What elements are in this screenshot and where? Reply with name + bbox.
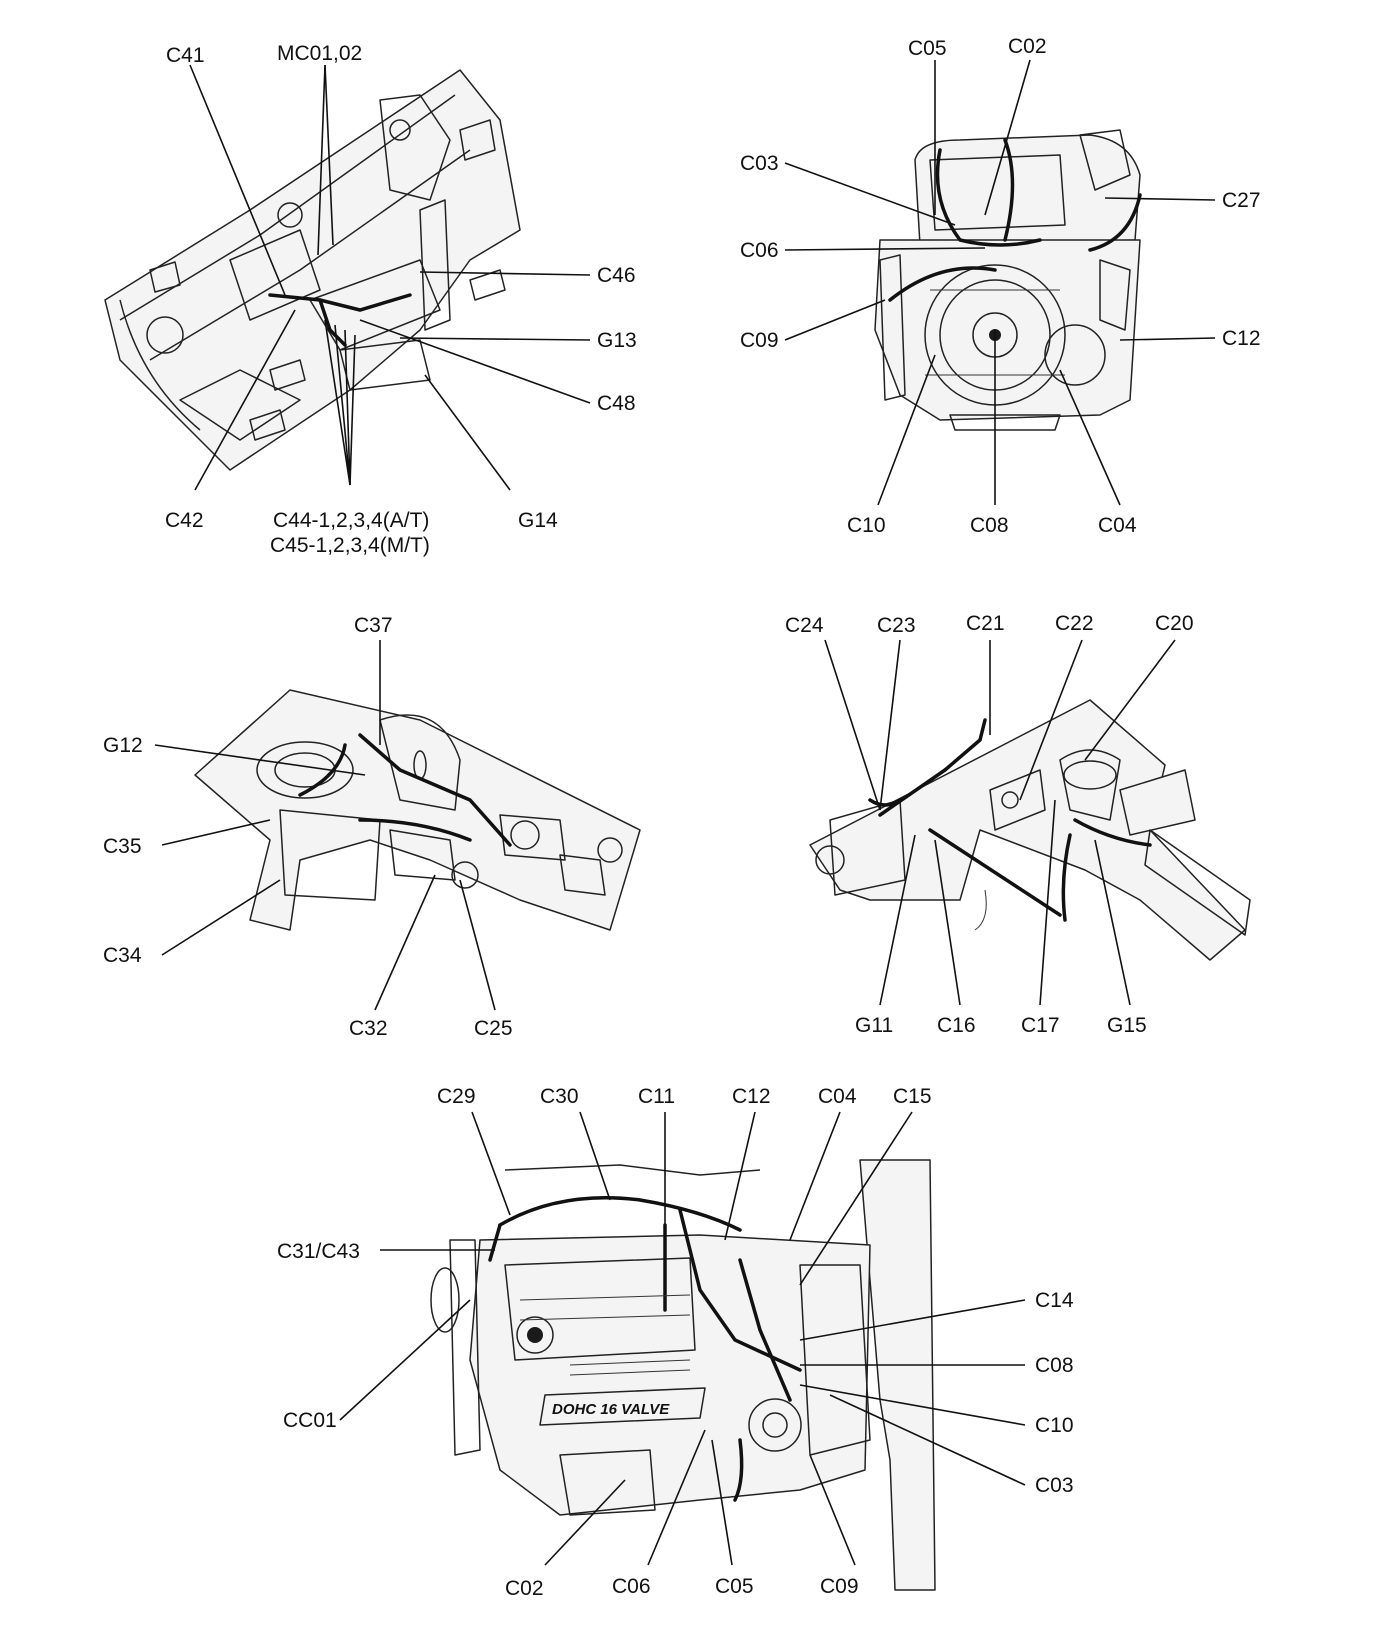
label-c09: C09	[740, 329, 779, 352]
panel-dash: C41 MC01,02 C46 G13 C48 C42 C44-1,2,3,4(…	[104, 42, 637, 557]
label-c06-front: C06	[612, 1575, 651, 1598]
label-c08-front: C08	[1035, 1354, 1074, 1377]
engine-front-illustration: DOHC 16 VALVE	[430, 1159, 936, 1591]
panel-engine-rear: C05 C02 C03 C27 C06 C09 C12 C10 C08 C04	[740, 35, 1261, 537]
label-c46: C46	[597, 264, 636, 287]
label-c04-front: C04	[818, 1085, 857, 1108]
label-c23: C23	[877, 614, 916, 637]
label-g15: G15	[1107, 1014, 1147, 1037]
label-mc01-02: MC01,02	[277, 42, 362, 65]
label-c37: C37	[354, 614, 393, 637]
label-c08: C08	[970, 514, 1009, 537]
label-g14: G14	[518, 509, 558, 532]
label-c42: C42	[165, 509, 204, 532]
label-c31-c43: C31/C43	[277, 1240, 360, 1263]
label-c20: C20	[1155, 612, 1194, 635]
panel-left-strut: C37 G12 C35 C34 C32 C25	[103, 614, 641, 1040]
label-c12: C12	[1222, 327, 1261, 350]
dash-illustration	[104, 69, 521, 471]
label-g12: G12	[103, 734, 143, 757]
panel-right-strut: C24 C23 C21 C22 C20 G11 C16 C17 G15	[785, 612, 1251, 1037]
label-c24: C24	[785, 614, 824, 637]
right-strut-illustration	[809, 699, 1251, 961]
label-c41: C41	[166, 44, 205, 67]
label-c10: C10	[847, 514, 886, 537]
label-g13: G13	[597, 329, 637, 352]
label-c27: C27	[1222, 189, 1261, 212]
label-c44: C44-1,2,3,4(A/T)	[273, 509, 429, 532]
label-c12-front: C12	[732, 1085, 771, 1108]
label-c30: C30	[540, 1085, 579, 1108]
label-c35: C35	[103, 835, 142, 858]
label-c25: C25	[474, 1017, 513, 1040]
dash-leaders	[189, 64, 591, 491]
panel-engine-front: DOHC 16 VALVE	[277, 1085, 1074, 1600]
label-c14: C14	[1035, 1289, 1074, 1312]
label-c11: C11	[638, 1085, 675, 1108]
engine-rear-illustration	[874, 129, 1142, 431]
label-c29: C29	[437, 1085, 476, 1108]
label-c10-front: C10	[1035, 1414, 1074, 1437]
left-strut-illustration	[194, 689, 641, 931]
label-c06: C06	[740, 239, 779, 262]
label-c32: C32	[349, 1017, 388, 1040]
label-cc01: CC01	[283, 1409, 337, 1432]
label-c16: C16	[937, 1014, 976, 1037]
label-c03-front: C03	[1035, 1474, 1074, 1497]
label-c45: C45-1,2,3,4(M/T)	[270, 534, 430, 557]
label-c02-front: C02	[505, 1577, 544, 1600]
label-c48: C48	[597, 392, 636, 415]
engine-badge: DOHC 16 VALVE	[552, 1401, 670, 1418]
label-c22: C22	[1055, 612, 1094, 635]
engine-front-leaders	[339, 1111, 1026, 1566]
label-c04: C04	[1098, 514, 1137, 537]
right-strut-leaders	[824, 639, 1176, 1006]
left-strut-leaders	[154, 640, 496, 1011]
label-c17: C17	[1021, 1014, 1060, 1037]
label-c05: C05	[908, 37, 947, 60]
label-c15: C15	[893, 1085, 932, 1108]
label-c09-front: C09	[820, 1575, 859, 1598]
label-c34: C34	[103, 944, 142, 967]
label-c21: C21	[966, 612, 1005, 635]
label-c05-front: C05	[715, 1575, 754, 1598]
label-c02: C02	[1008, 35, 1047, 58]
label-g11: G11	[855, 1014, 893, 1037]
engine-rear-leaders	[784, 59, 1216, 506]
label-c03: C03	[740, 152, 779, 175]
